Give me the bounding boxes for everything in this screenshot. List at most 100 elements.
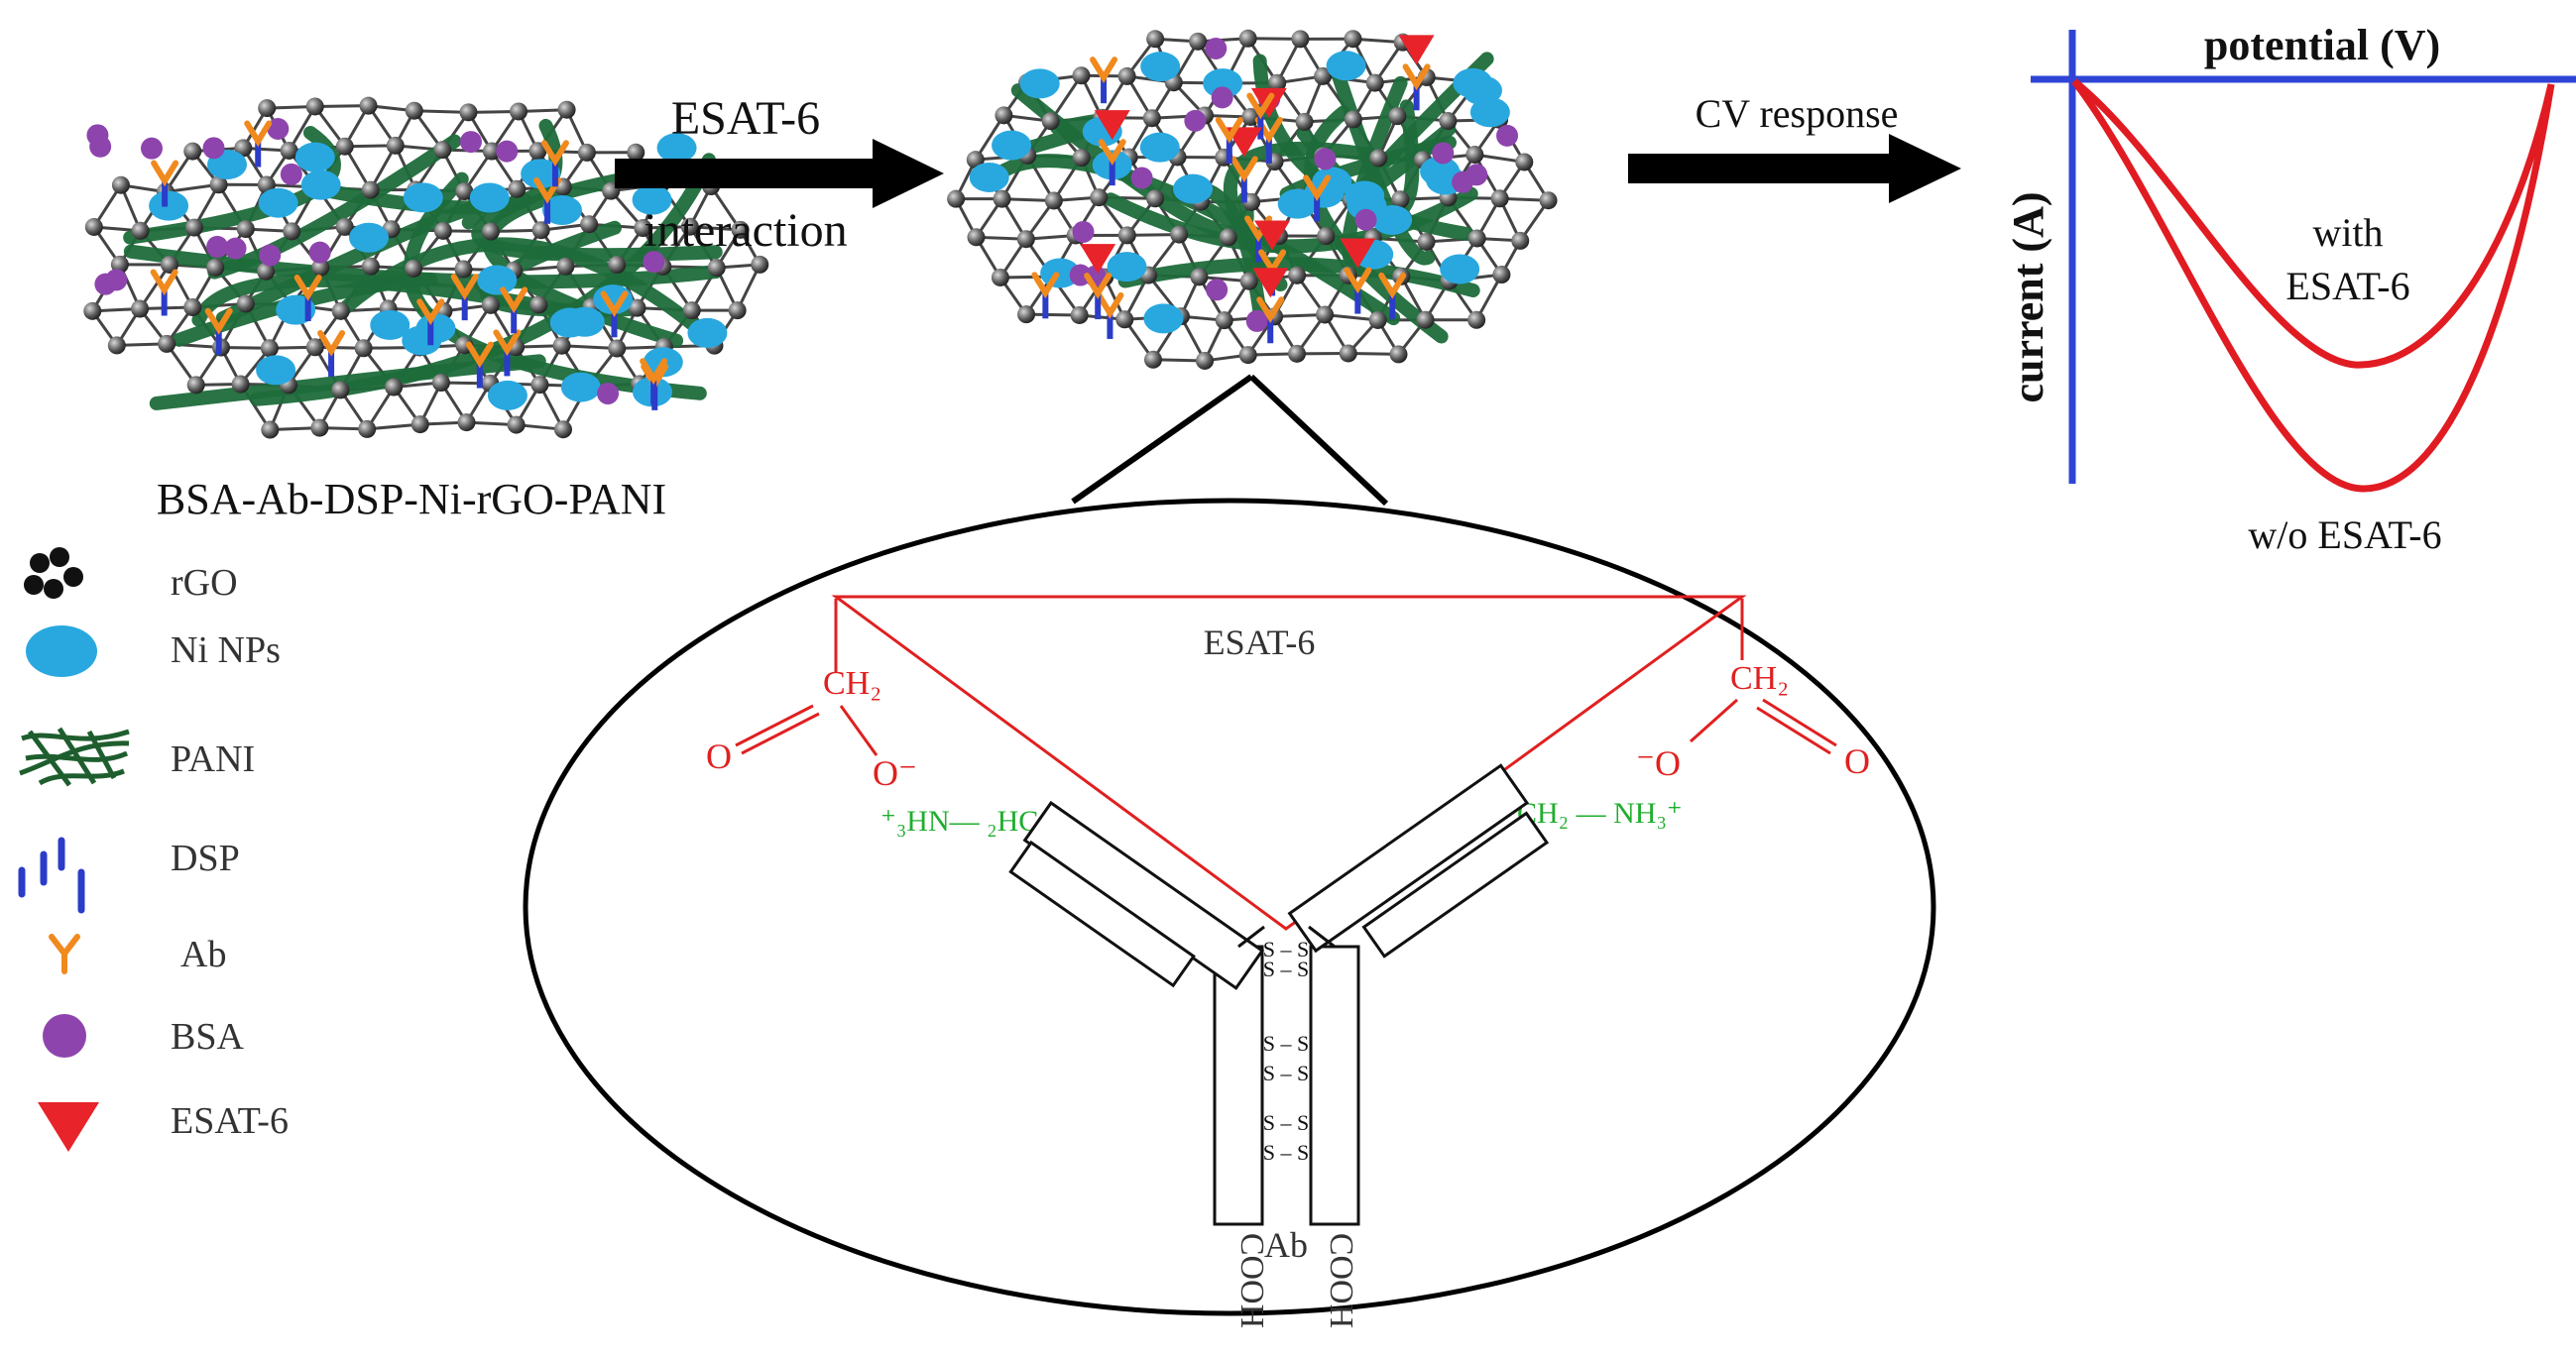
carbon-atom — [258, 99, 277, 118]
carbon-atom — [459, 103, 478, 122]
carbon-atom — [184, 218, 203, 237]
bond-right-co2 — [1756, 706, 1831, 755]
carbon-atom — [305, 338, 324, 357]
ni-nanoparticle — [1019, 68, 1060, 99]
carbon-atom — [1238, 29, 1257, 48]
ni-nanoparticle — [560, 372, 601, 402]
antibody-y — [1256, 296, 1285, 324]
legend-label-rgo: rGO — [171, 562, 238, 604]
carbon-atom — [1190, 268, 1209, 286]
arrow1-line2: interaction — [644, 204, 847, 257]
carbon-atom — [1017, 305, 1036, 324]
carbon-atom — [1467, 310, 1486, 329]
antibody-arm-right-outer — [1287, 763, 1530, 954]
carbon-atom — [967, 228, 986, 247]
carbon-atom — [528, 142, 547, 161]
esat6-triangle-icon — [38, 1102, 99, 1152]
cv-ylabel: current (A) — [2004, 192, 2052, 403]
bsa-dot — [267, 117, 290, 140]
bsa-dot — [1245, 309, 1268, 332]
modified-electrode-before — [83, 96, 769, 439]
carbon-atom — [454, 260, 473, 279]
ni-nanoparticle — [469, 182, 510, 213]
bsa-dot — [1496, 124, 1519, 147]
carbon-atom — [1238, 346, 1257, 365]
ni-nanoparticle — [1326, 51, 1366, 81]
bsa-dot — [140, 137, 163, 160]
carbon-atom — [707, 259, 726, 278]
carbon-atom — [111, 175, 130, 194]
carbon-atom — [680, 217, 699, 236]
modified-electrode-after — [947, 29, 1558, 370]
ni-nanoparticle — [521, 159, 561, 189]
carbon-atom — [1492, 266, 1511, 284]
zoom-ominus-right: ⁻O — [1636, 743, 1681, 783]
ni-nanoparticle — [402, 325, 442, 356]
antibody-y — [1246, 92, 1275, 120]
carbon-atom — [410, 415, 429, 434]
carbon-atom — [1196, 351, 1215, 370]
antibody-heavy-chain-left — [1213, 945, 1264, 1226]
carbon-atom — [186, 376, 205, 395]
bsa-dot — [597, 383, 620, 405]
antibody-y — [1215, 117, 1243, 144]
carbon-atom — [110, 255, 129, 274]
antibody-y — [1031, 272, 1060, 299]
ni-nanoparticle — [1277, 188, 1318, 219]
carbon-atom — [1369, 149, 1388, 168]
legend: rGO Ni NPs PANI DSP Ab BSA ESAT — [18, 547, 289, 1152]
zoom-amine-left: ⁺₃HN— ₂HC — [880, 805, 1038, 838]
carbon-atom — [993, 189, 1011, 208]
bsa-dot — [206, 235, 229, 258]
carbon-atom — [731, 220, 750, 239]
antibody-y — [465, 341, 494, 369]
esat6-antigen-outline — [831, 595, 1747, 931]
carbon-atom — [131, 221, 150, 240]
carbon-atom — [995, 106, 1013, 125]
carbon-atom — [1170, 225, 1189, 244]
ni-nanoparticle — [1139, 132, 1180, 163]
bond-left-co1 — [735, 704, 814, 747]
carbon-atom — [161, 255, 179, 274]
carbon-atom — [1515, 153, 1534, 171]
bsa-dot — [259, 244, 282, 267]
zoom-cooh-right: COOH — [1323, 1233, 1359, 1328]
carbon-atom — [335, 217, 354, 236]
ni-nanoparticle — [1345, 180, 1385, 211]
carbon-atom — [553, 420, 572, 439]
antibody-y — [500, 286, 528, 314]
esat6-triangle — [1398, 35, 1435, 65]
legend-label-dsp: DSP — [171, 838, 240, 879]
ni-nanoparticle — [403, 182, 443, 213]
disulfide-bond: S – S — [1263, 937, 1309, 962]
ni-nanoparticle — [564, 306, 605, 337]
bond-right-co-single — [1690, 698, 1738, 743]
esat6-triangle — [1226, 127, 1262, 158]
carbon-atom — [580, 215, 599, 234]
ni-nanoparticle — [348, 222, 389, 253]
carbon-atom — [358, 419, 377, 438]
bsa-dot — [1205, 37, 1228, 59]
carbon-atom — [1146, 30, 1165, 49]
carbon-atom — [310, 418, 329, 437]
esat6-triangle — [1094, 110, 1130, 141]
carbon-atom — [1417, 232, 1436, 251]
antibody-y — [540, 140, 569, 168]
ni-nanoparticle-icon — [26, 625, 97, 677]
antibody-y — [1098, 139, 1126, 166]
bsa-dot — [1184, 109, 1207, 132]
zoom-ominus-left: O⁻ — [873, 753, 917, 793]
carbon-atom — [557, 100, 576, 119]
antibody-y — [1096, 291, 1124, 319]
bond-left-co2 — [741, 712, 820, 755]
ni-nanoparticle — [370, 309, 410, 340]
zoom-ab-label: Ab — [1264, 1225, 1308, 1265]
carbon-atom — [234, 139, 253, 158]
ni-nanoparticle — [477, 265, 518, 295]
carbon-atom — [1146, 189, 1165, 208]
carbon-atom — [1288, 266, 1307, 284]
disulfide-bond: S – S — [1263, 957, 1309, 981]
carbon-atom — [257, 262, 276, 281]
carbon-atom — [183, 142, 202, 161]
carbon-atom — [1117, 226, 1136, 245]
